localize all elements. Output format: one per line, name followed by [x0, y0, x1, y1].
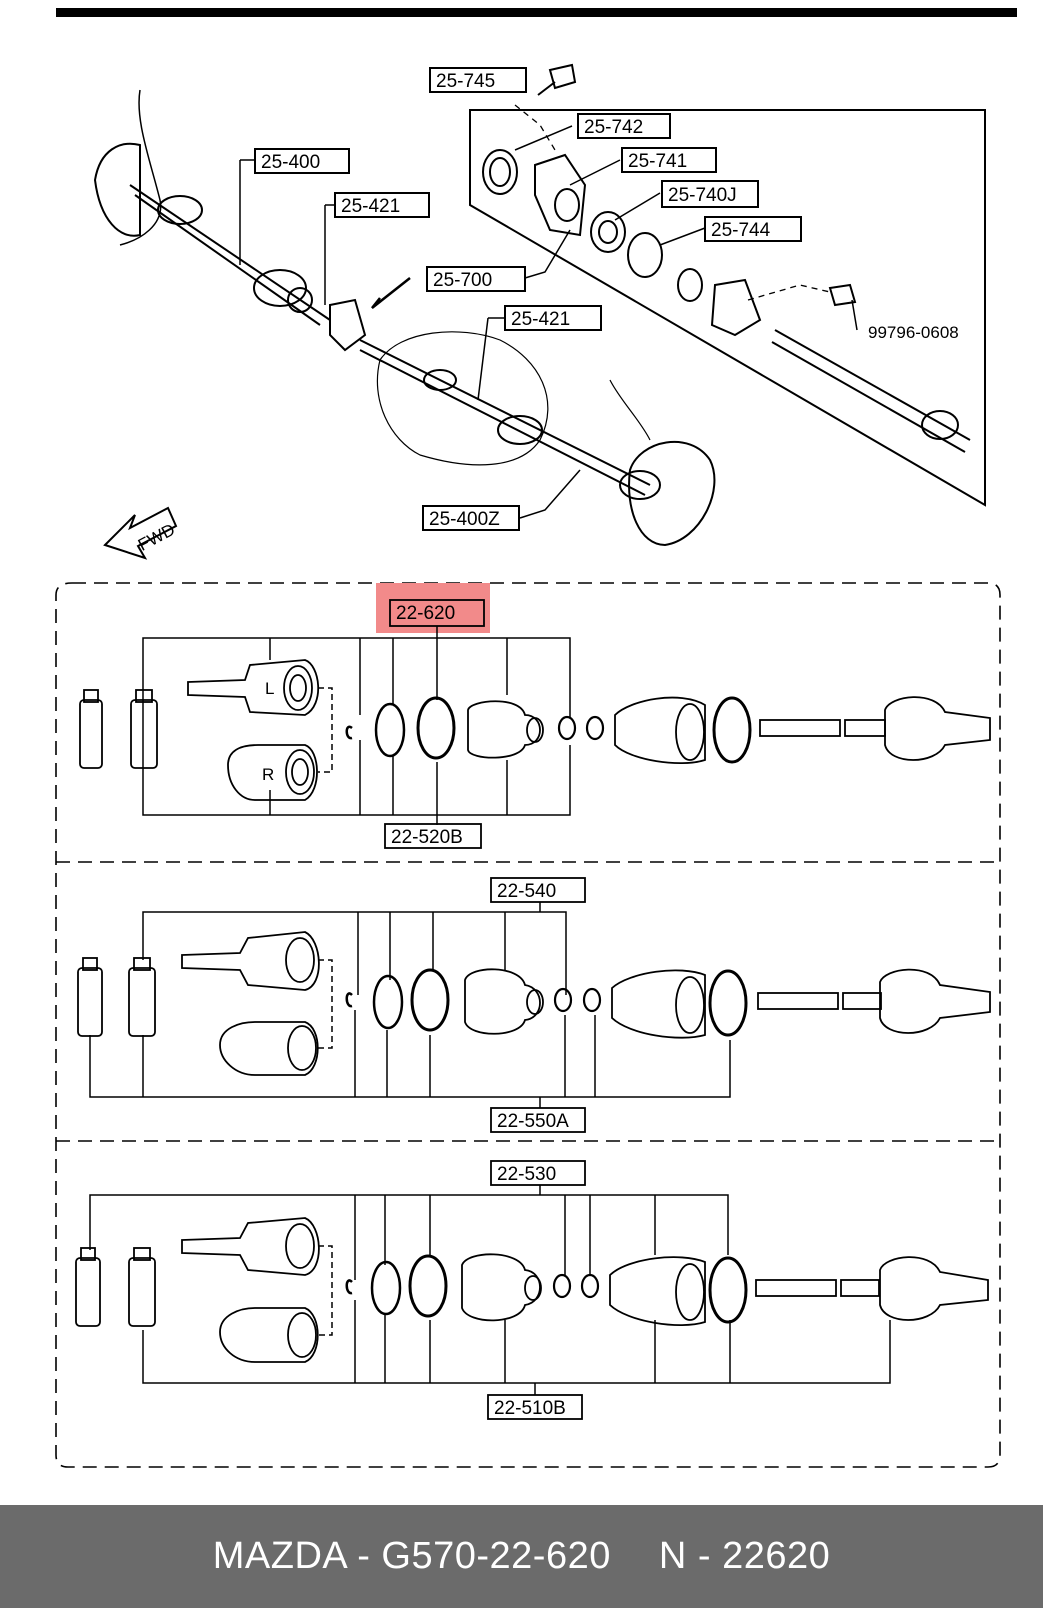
label-25-400z: 25-400Z: [429, 509, 500, 530]
footer-part-text: MAZDA - G570-22-620: [212, 1535, 611, 1577]
right-wheel-hub: [628, 441, 716, 547]
grease-tube-1: [77, 967, 103, 1037]
driveshaft-parts-diagram: 25-745 25-742 25-741 25-740J 25-744 25-4…: [55, 63, 1001, 1468]
fwd-arrow-icon: [103, 506, 178, 560]
label-25-742: 25-742: [584, 117, 643, 138]
label-22-540: 22-540: [497, 881, 556, 902]
center-bracket: [329, 298, 367, 352]
section-3: [75, 1160, 989, 1420]
label-22-520b: 22-520B: [391, 827, 463, 848]
label-25-745: 25-745: [436, 71, 495, 92]
footer-number-text: N - 22620: [658, 1535, 831, 1577]
label-99796-0608: 99796-0608: [868, 323, 959, 342]
transmission-outline: [376, 331, 549, 466]
highlight-22-620: [376, 583, 490, 633]
outer-joint: [884, 696, 991, 761]
detail-inset-box: [469, 109, 986, 507]
left-outer-boot: [157, 195, 203, 225]
label-fwd: FWD: [135, 520, 178, 555]
label-box-22-530: [490, 1160, 586, 1186]
ring-part: [677, 268, 703, 302]
outer-joint: [879, 1256, 989, 1321]
top-rule: [56, 8, 1017, 17]
label-25-400: 25-400: [261, 152, 320, 173]
snap-ring: [374, 702, 406, 758]
footer-bar: MAZDA - G570-22-620 N - 22620: [0, 1505, 1043, 1608]
right-outer-boot: [619, 470, 661, 500]
bracket-part: [534, 153, 587, 237]
label-25-740j: 25-740J: [668, 185, 737, 206]
joint-letter-l: L: [265, 679, 274, 698]
label-box-22-520b: [384, 823, 482, 849]
inner-joint-left: [181, 1217, 320, 1276]
label-25-700: 25-700: [433, 270, 492, 291]
inner-boot: [461, 1253, 541, 1322]
drive-shaft: [757, 992, 839, 1010]
label-22-510b: 22-510B: [494, 1398, 566, 1419]
label-box-25-742: [577, 113, 671, 139]
bearing-part: [590, 211, 626, 253]
outer-boot: [614, 696, 706, 765]
dust-cover-part: [710, 278, 762, 337]
right-inner-boot: [497, 415, 543, 445]
label-25-744: 25-744: [711, 220, 771, 241]
label-box-22-540: [490, 877, 586, 903]
pointer-arrow: [371, 277, 411, 309]
label-25-421-right: 25-421: [511, 309, 570, 330]
grease-tube-2: [128, 967, 156, 1037]
joint-letter-r: R: [262, 765, 274, 784]
bolt-25-745: [548, 63, 577, 90]
label-box-25-740j: [661, 180, 759, 208]
grease-tube-1: [79, 699, 103, 769]
grease-tube-2: [128, 1257, 156, 1327]
boot-band-22-620: [416, 696, 456, 760]
label-box-22-550a: [490, 1107, 586, 1133]
label-25-741: 25-741: [628, 151, 687, 172]
inner-boot: [467, 700, 541, 759]
label-box-25-741: [621, 147, 717, 173]
label-box-25-421a: [334, 192, 430, 218]
label-25-421-left: 25-421: [341, 196, 400, 217]
label-box-25-745: [429, 67, 527, 93]
left-shaft: [129, 184, 331, 321]
label-box-22-510b: [487, 1394, 583, 1420]
inset-shaft: [774, 329, 971, 441]
label-box-25-400: [254, 148, 350, 174]
section-1: [79, 583, 991, 849]
inner-joint-right: [227, 744, 318, 801]
drive-shaft: [759, 719, 841, 737]
drive-shaft: [755, 1279, 837, 1297]
label-22-620: 22-620: [396, 603, 455, 624]
bolt-99796: [828, 283, 857, 307]
inner-boot: [464, 968, 541, 1035]
seal-part-2: [627, 232, 663, 278]
left-wheel-hub: [93, 142, 141, 237]
outer-boot: [609, 1256, 706, 1327]
label-22-530: 22-530: [497, 1164, 556, 1185]
inner-joint-left: [187, 659, 320, 716]
label-box-25-700: [426, 266, 526, 292]
grease-tube-1: [75, 1257, 101, 1327]
outer-boot: [611, 969, 706, 1039]
label-box-25-744: [704, 216, 802, 242]
inner-joint-left: [181, 931, 320, 991]
right-shaft: [359, 339, 651, 486]
left-body-outline: [119, 89, 162, 246]
seal-part: [482, 149, 518, 195]
label-box-25-400z: [422, 505, 520, 531]
left-inner-boot: [253, 269, 307, 307]
inner-joint-right: [219, 1307, 319, 1363]
grease-tube-2: [130, 699, 158, 769]
section-2: [77, 877, 991, 1133]
inner-joint-right: [219, 1021, 319, 1076]
label-22-550a: 22-550A: [497, 1111, 569, 1132]
label-box-25-421b: [504, 305, 602, 331]
section-frame: [55, 582, 1001, 1468]
outer-joint: [879, 968, 991, 1034]
